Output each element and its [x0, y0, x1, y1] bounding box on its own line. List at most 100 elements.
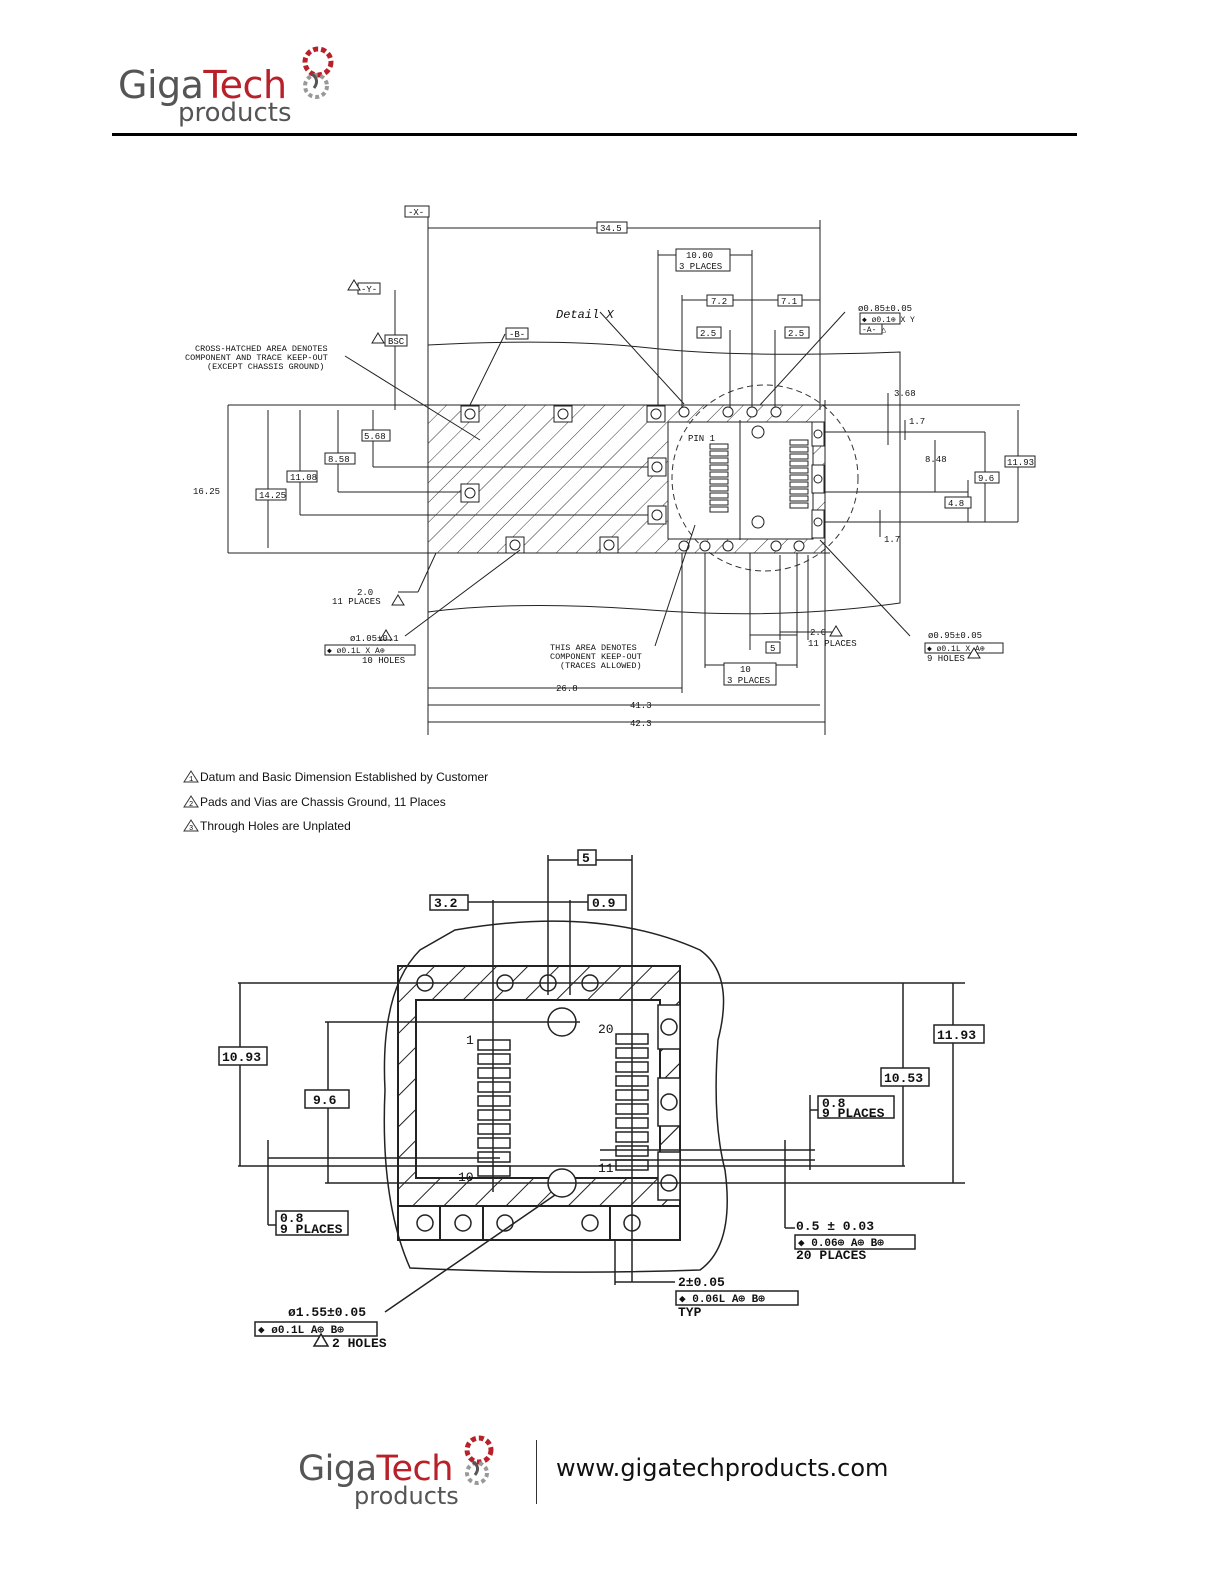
hole-155-fcf: ◆ ø0.1L A⊕ B⊕: [258, 1325, 344, 1337]
dim-1-7-bottom-label: 1.7: [884, 535, 900, 545]
svg-text:1: 1: [189, 776, 193, 783]
note-3: 3 Through Holes are Unplated: [183, 819, 351, 833]
header-logo: GigaTech products: [118, 46, 348, 132]
note-3-triangle-icon: 3: [183, 819, 199, 832]
hole-095-label: ø0.95±0.05: [928, 631, 982, 641]
hole-085-datum: -A- △: [862, 326, 886, 335]
dim-8-48-label: 8.48: [925, 455, 947, 465]
dim-4-8-label: 4.8: [948, 499, 964, 509]
board-outline-top: [427, 341, 901, 615]
dim-7-1-label: 7.1: [781, 297, 797, 307]
dim-34-5-label: 34.5: [600, 224, 622, 234]
dim-2-5-right-label: 2.5: [788, 329, 804, 339]
board-outline-detail: [383, 920, 728, 1273]
hole-155-count: 2 HOLES: [332, 1336, 387, 1351]
hole-085-fcf: ◆ ø0.1⊕ X Y: [862, 316, 915, 325]
detail-dim-0-8-right-label: 0.8: [822, 1096, 846, 1111]
dim-11-08-label: 11.08: [290, 473, 317, 483]
dim-9-6-label: 9.6: [978, 474, 994, 484]
datum-y-label: -Y-: [361, 285, 377, 295]
pad-width-label: 0.5 ± 0.03: [796, 1219, 874, 1234]
pitch-label: 2±0.05: [678, 1275, 725, 1290]
hole-105-count: 10 HOLES: [362, 656, 405, 666]
dim-2-0-right-label: 2.0: [810, 628, 826, 638]
hole-095-count: 9 HOLES: [927, 654, 965, 664]
footer-logo: GigaTech products: [298, 1435, 518, 1514]
pin-10-label: 10: [458, 1170, 474, 1185]
hole-085-label: ø0.85±0.05: [858, 304, 912, 314]
dim-5-label: 5: [770, 644, 775, 654]
detail-dim-10-93-label: 10.93: [222, 1050, 261, 1065]
traces-note-1: THIS AREA DENOTES: [550, 643, 637, 653]
footer-separator: [536, 1440, 537, 1504]
pin-1-label: 1: [466, 1033, 474, 1048]
dim-2-0-left-label: 2.0: [357, 588, 373, 598]
pad-fcf: ◆ 0.06⊕ A⊕ B⊕: [798, 1238, 884, 1250]
detail-dim-9-places-right-label: 9 PLACES: [822, 1106, 885, 1121]
dim-41-3-label: 41.3: [630, 701, 652, 711]
pads-right: [789, 439, 809, 509]
dim-3-places-a-label: 3 PLACES: [679, 262, 722, 272]
pin1-label: PIN 1: [688, 434, 715, 444]
logo-products-text: products: [178, 98, 292, 128]
footer-logo-tech-text: Tech: [376, 1449, 454, 1489]
datum-b-label: -B-: [509, 330, 525, 340]
dim-10-label: 10: [740, 665, 751, 675]
dim-5-68-label: 5.68: [364, 432, 386, 442]
detail-dim-9-6-label: 9.6: [313, 1093, 337, 1108]
pad-count-label: 20 PLACES: [796, 1248, 866, 1263]
logo-tech-text: Tech: [203, 63, 287, 107]
datum-flags: [347, 279, 981, 659]
dim-3-places-b-label: 3 PLACES: [727, 676, 770, 686]
note-2-text: Pads and Vias are Chassis Ground, 11 Pla…: [200, 795, 446, 809]
note-1: 1 Datum and Basic Dimension Established b…: [183, 770, 488, 784]
pin-20-label: 20: [598, 1022, 614, 1037]
dim-10-00-label: 10.00: [686, 251, 713, 261]
detail-dim-11-93-label: 11.93: [937, 1028, 976, 1043]
dim-8-58-label: 8.58: [328, 455, 350, 465]
dim-7-2-label: 7.2: [711, 297, 727, 307]
hole-095-fcf: ◆ ø0.1L X A⊕: [927, 645, 985, 654]
cross-hatch-note-2: COMPONENT AND TRACE KEEP-OUT: [185, 353, 328, 363]
dim-14-25-label: 14.25: [259, 491, 286, 501]
footer-website-link[interactable]: www.gigatechproducts.com: [556, 1454, 889, 1482]
dim-1-7-top-label: 1.7: [909, 417, 925, 427]
datum-x-label: -X-: [408, 208, 424, 218]
pads-left: [709, 443, 729, 513]
dim-2-5-left-label: 2.5: [700, 329, 716, 339]
dim-11-places-left-label: 11 PLACES: [332, 597, 381, 607]
detail-x-label: Detail X: [556, 308, 614, 322]
note-1-text: Datum and Basic Dimension Established by…: [200, 770, 489, 784]
detail-pads-left: [477, 1039, 511, 1177]
note-1-triangle-icon: 1: [183, 770, 199, 783]
dim-42-3-label: 42.3: [630, 719, 652, 729]
note-2-triangle-icon: 2: [183, 795, 199, 808]
cross-hatch-note-1: CROSS-HATCHED AREA DENOTES: [195, 344, 328, 354]
detail-dim-3-2-label: 3.2: [434, 896, 458, 911]
dim-26-8-label: 26.8: [556, 684, 578, 694]
pitch-typ-label: TYP: [678, 1305, 702, 1320]
footer-logo-swirl-icon: [464, 1435, 494, 1485]
dim-11-places-right-label: 11 PLACES: [808, 639, 857, 649]
traces-note-3: (TRACES ALLOWED): [560, 661, 642, 671]
detail-dim-10-53-label: 10.53: [884, 1071, 923, 1086]
hole-105-label: ø1.05±0.1: [350, 634, 399, 644]
dim-11-93-label: 11.93: [1007, 458, 1034, 468]
dim-16-25-label: 16.25: [193, 487, 220, 497]
logo-swirl-icon: [302, 46, 334, 99]
detail-x-circle: [671, 384, 859, 572]
detail-dim-0-9-label: 0.9: [592, 896, 616, 911]
hole-105-fcf: ◆ ø0.1L X A⊕: [327, 647, 385, 656]
detail-dim-0-8-left-label: 0.8: [280, 1211, 304, 1226]
mount-holes-top: [460, 405, 825, 554]
note-3-text: Through Holes are Unplated: [200, 819, 351, 833]
detail-dim-5-label: 5: [582, 851, 590, 866]
traces-note-2: COMPONENT KEEP-OUT: [550, 652, 642, 662]
svg-text:3: 3: [189, 825, 193, 832]
pitch-fcf: ◆ 0.06L A⊕ B⊕: [679, 1294, 765, 1306]
pin-11-label: 11: [598, 1161, 614, 1176]
detail-dim-9-places-left-label: 9 PLACES: [280, 1222, 343, 1237]
header-rule: [112, 133, 1077, 136]
footer-logo-giga-text: Giga: [298, 1449, 377, 1489]
